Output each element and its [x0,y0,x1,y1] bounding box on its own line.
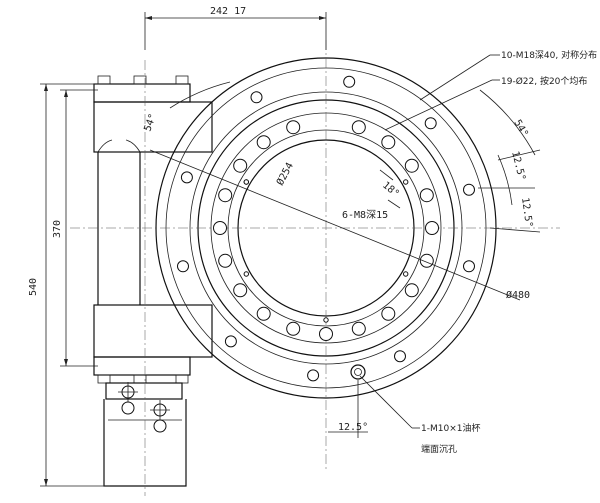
inner-bolt-holes [213,120,439,341]
dim-diameter-480: Ø480 [506,289,530,301]
inner-bolt-hole [419,188,434,203]
m8-tapped-holes [243,179,409,323]
worm-housing [93,60,213,496]
leader-lines [359,54,500,429]
dim-angle-12-5-bottom: 12.5° [338,422,368,433]
dim-angle-12-5-b: 12.5° [519,197,534,228]
m8-tapped-hole [243,179,250,185]
outer-bolt-hole [307,369,320,382]
inner-bolt-hole [233,158,248,173]
dimension-lines [40,12,541,487]
inner-bolt-hole [425,221,439,235]
outer-bolt-hole [463,260,475,273]
inner-bolt-hole [233,283,248,298]
dim-height-housing: 370 [52,220,63,238]
callout-m10-line1: 1-M10×1油杯 [421,422,480,434]
outer-bolt-holes [177,75,475,382]
inner-bolt-hole [404,158,419,173]
grease-fitting [350,364,366,380]
callout-d22: 19-Ø22, 按20个均布 [501,75,587,87]
inner-bolt-hole [381,306,396,321]
inner-bolt-hole [351,120,366,135]
dim-top-width: 242 17 [210,6,246,17]
inner-bolt-hole [256,135,271,150]
inner-bolt-hole [213,221,227,235]
inner-bolt-hole [319,327,333,341]
inner-bolt-hole [218,188,233,203]
m8-tapped-hole [323,317,329,323]
dim-angle-18: 18° [380,180,401,200]
slewing-ring [70,40,560,470]
dim-height-overall: 540 [28,278,39,296]
outer-bolt-hole [463,183,475,196]
inner-bolt-hole [419,253,434,268]
inner-bolt-hole [286,321,301,336]
outer-bolt-hole [343,75,356,88]
inner-bolt-hole [256,306,271,321]
inner-bolt-hole [351,321,366,336]
m8-tapped-hole [243,271,250,277]
m8-tapped-hole [403,179,409,185]
outer-bolt-hole [394,350,406,363]
outer-bolt-hole [180,171,193,184]
dim-diameter-254: Ø254 [274,161,296,188]
outer-bolt-hole [424,117,437,130]
outer-bolt-hole [224,335,237,348]
callout-m8: 6-M8深15 [342,209,388,221]
m8-tapped-hole [403,271,409,277]
callout-m10-line2: 端面沉孔 [421,443,457,455]
callout-m18: 10-M18深40, 对称分布 [501,49,597,61]
inner-bolt-hole [381,135,396,150]
inner-bolt-hole [404,283,419,298]
inner-bolt-hole [286,120,301,135]
outer-bolt-hole [177,260,189,273]
outer-bolt-hole [250,91,263,104]
inner-bolt-hole [218,253,233,268]
dim-angle-12-5-a: 12.5° [509,150,527,182]
dim-angle-right: 54° [511,118,530,139]
